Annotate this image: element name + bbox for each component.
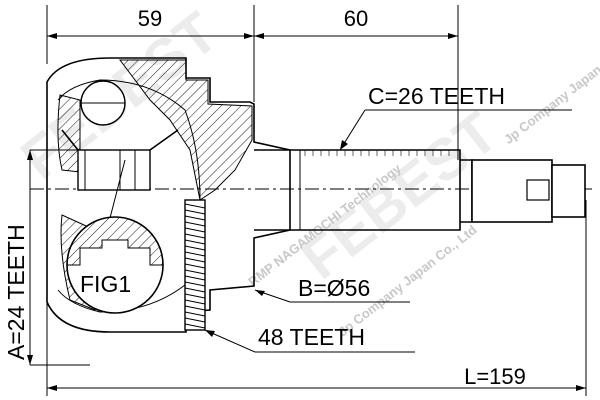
callout-abs: 48 TEETH <box>204 324 415 353</box>
abs-ring <box>184 199 206 331</box>
label-fig1: FIG1 <box>80 271 131 297</box>
label-c-teeth: C=26 TEETH <box>368 83 505 109</box>
inner-race <box>61 80 179 191</box>
label-a-teeth: A=24 TEETH <box>3 224 29 360</box>
dimension-total: L=159 <box>46 200 587 396</box>
callout-c: C=26 TEETH <box>339 83 572 151</box>
fig1-detail: FIG1 <box>66 159 164 314</box>
shaft <box>254 149 586 231</box>
label-abs-teeth: 48 TEETH <box>258 324 365 350</box>
callout-b: B=Ø56 <box>254 275 410 303</box>
dimension-60: 60 <box>344 6 368 31</box>
dimension-a: A=24 TEETH <box>3 149 90 366</box>
dimension-159: L=159 <box>464 364 526 389</box>
dimension-top: 59 60 <box>46 5 459 160</box>
label-b-diameter: B=Ø56 <box>298 275 370 301</box>
dimension-59: 59 <box>138 6 162 31</box>
watermark-line-3: Jp Company Japan Co., Ltd <box>501 30 600 147</box>
